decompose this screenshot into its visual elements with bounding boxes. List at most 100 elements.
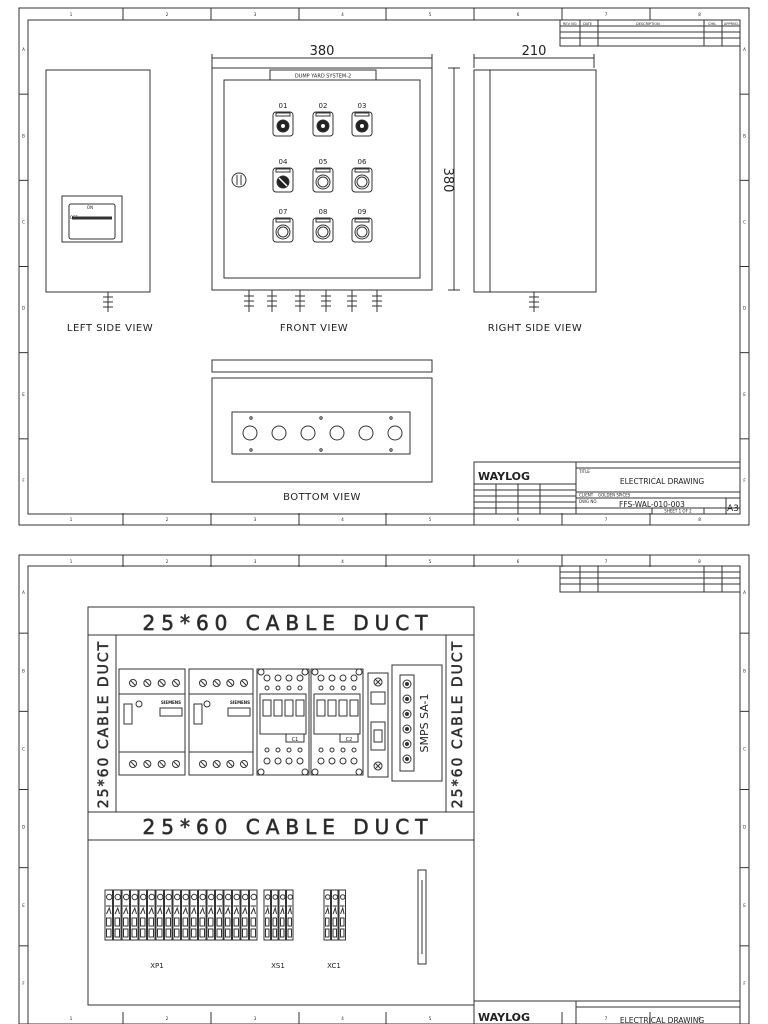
- door-lock: [231, 172, 247, 188]
- terminal-screw: [182, 893, 189, 901]
- grid-row-label: D: [743, 306, 746, 311]
- button-id-label: 02: [319, 102, 328, 110]
- title-label: TITLE: [578, 469, 590, 474]
- terminal-marker: [191, 917, 197, 927]
- paper-size: A3: [727, 504, 739, 514]
- terminal-clamp: [272, 906, 277, 915]
- sheet2-drawing-title: ELECTRICAL DRAWING: [620, 1016, 704, 1024]
- terminal: [138, 889, 147, 941]
- smps-terminal: [402, 679, 412, 689]
- grid-col-label: 5: [429, 12, 432, 17]
- terminal: [223, 889, 232, 941]
- terminal-clamp: [340, 906, 345, 915]
- grid-col-label: 1: [70, 559, 73, 564]
- terminal-screw: [172, 760, 180, 768]
- right-cable-duct-label: 25*60 CABLE DUCT: [450, 640, 466, 809]
- terminal-screw: [129, 679, 137, 687]
- terminal: [240, 889, 249, 941]
- gland-hole: [300, 425, 316, 441]
- terminal-block-xs1: [263, 889, 294, 941]
- contactor-bottom-screw: [350, 757, 358, 765]
- contactor-aux-screw: [351, 685, 357, 691]
- client-name: GOLDEN SPICES: [598, 493, 631, 498]
- button-legend-plate: [354, 112, 370, 117]
- contactor-aux-screw: [286, 747, 292, 753]
- push-button-ring: [354, 224, 370, 240]
- button-housing: [272, 217, 294, 243]
- front-width-dimension: 380: [310, 44, 335, 59]
- terminal-marker: [199, 928, 205, 938]
- terminal-clamp: [148, 906, 154, 915]
- terminal-screw: [233, 893, 240, 901]
- plate-screw: [249, 448, 253, 452]
- button-housing: [272, 111, 294, 137]
- grid-row-label: E: [743, 392, 746, 397]
- contactor-mount-hole: [311, 768, 319, 776]
- smps-sa1: SMPS SA-1: [391, 664, 443, 782]
- terminal-marker: [332, 917, 337, 927]
- terminal-marker: [148, 917, 154, 927]
- grid-col-label: 8: [698, 1016, 701, 1021]
- terminal-marker: [106, 917, 112, 927]
- contactor-aux-screw: [264, 685, 270, 691]
- terminal-screw: [157, 893, 164, 901]
- vertical-din-rail: [417, 869, 427, 965]
- button-id-label: 06: [358, 158, 367, 166]
- terminal-marker: [131, 917, 137, 927]
- selector-knob: [278, 177, 288, 187]
- siemens-unit-2: SIEMENS: [188, 668, 254, 776]
- terminal-screw-slot: [214, 761, 220, 767]
- smps-label: SMPS SA-1: [418, 693, 431, 752]
- gland-hole: [358, 425, 374, 441]
- terminal-marker: [148, 928, 154, 938]
- terminal-screw: [129, 760, 137, 768]
- company-name: WAYLOG: [478, 470, 530, 483]
- terminal-screw: [242, 893, 249, 901]
- siemens-terminal-screws: [129, 679, 248, 768]
- terminal: [164, 889, 173, 941]
- contactor-pole: [316, 699, 326, 717]
- front-view-label: FRONT VIEW: [280, 323, 348, 334]
- terminal-clamp: [332, 906, 337, 915]
- terminal-screw: [265, 894, 271, 900]
- gland-hole: [271, 425, 287, 441]
- terminal-marker: [208, 917, 214, 927]
- terminal-marker: [233, 917, 239, 927]
- terminal-screw: [199, 760, 207, 768]
- terminal-marker: [182, 917, 188, 927]
- grid-col-label: 7: [605, 12, 608, 17]
- terminal-clamp: [216, 906, 222, 915]
- button-housing: [272, 167, 294, 193]
- terminal-clamp: [174, 906, 180, 915]
- terminal-marker: [157, 917, 163, 927]
- terminal-marker: [157, 928, 163, 938]
- gland-hole: [329, 425, 345, 441]
- plate-screw: [319, 448, 323, 452]
- button-housing: [312, 111, 334, 137]
- terminal-marker: [233, 928, 239, 938]
- terminal-clamp: [208, 906, 214, 915]
- terminal-marker: [225, 917, 231, 927]
- contactor-mount-hole: [301, 768, 309, 776]
- terminal: [104, 889, 113, 941]
- client-label: CLIENT: [579, 493, 594, 498]
- terminal-marker: [140, 928, 146, 938]
- contactor-mount-hole: [301, 668, 309, 676]
- push-button-ring: [315, 224, 331, 240]
- nameplate-text: DUMP YARD SYSTEM-2: [295, 74, 351, 80]
- contactor-mount-hole: [355, 668, 363, 676]
- plate-screw: [389, 448, 393, 452]
- terminal-marker: [208, 928, 214, 938]
- contactor-mount-hole: [311, 668, 319, 676]
- terminal-marker: [325, 928, 330, 938]
- grid-col-label: 2: [166, 12, 169, 17]
- terminal-marker: [216, 928, 222, 938]
- siemens-brand-2: SIEMENS: [230, 700, 250, 705]
- terminal-marker: [287, 917, 292, 927]
- grid-row-label: D: [743, 825, 746, 830]
- terminal-screw: [114, 893, 121, 901]
- contactor-aux-screw: [340, 747, 346, 753]
- rev-no-label: REV NO.: [563, 22, 578, 26]
